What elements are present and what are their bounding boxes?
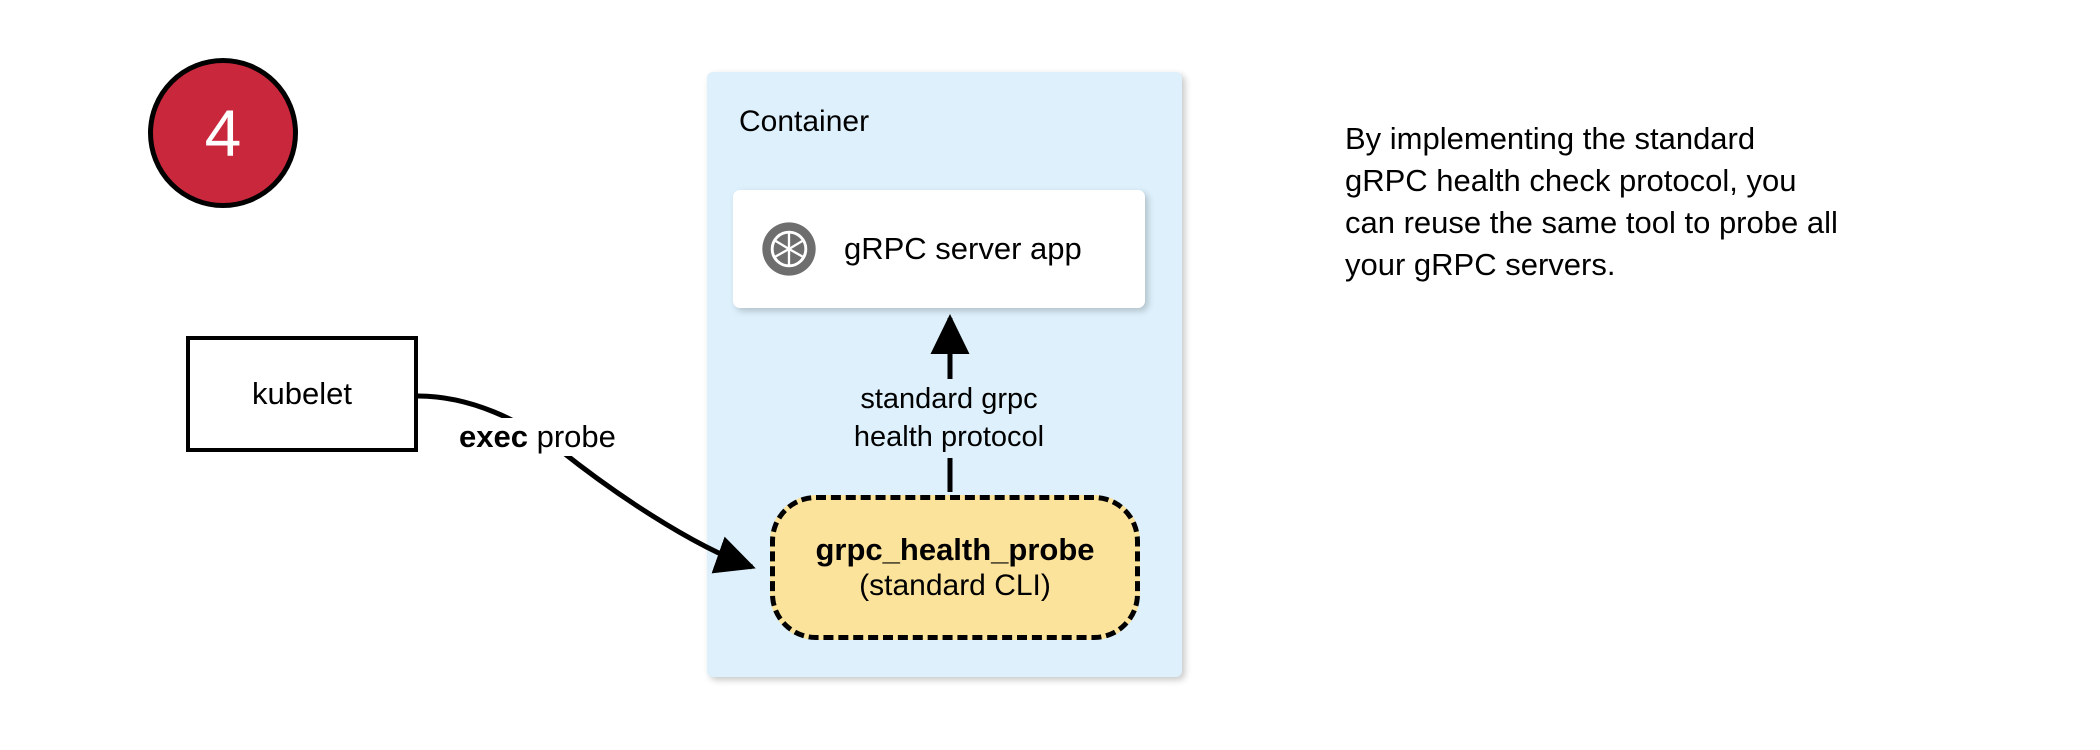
step-number-badge: 4 (148, 58, 298, 208)
grpc-health-probe-subtitle: (standard CLI) (859, 569, 1051, 603)
note-line-1: By implementing the standard (1345, 121, 1756, 156)
grpc-server-app-label: gRPC server app (844, 231, 1082, 266)
exec-probe-edge-label: exec probe (455, 418, 620, 456)
grpc-health-probe-node: grpc_health_probe (standard CLI) (770, 495, 1140, 640)
health-protocol-edge-label: standard grpc health protocol (838, 379, 1060, 459)
kubelet-node: kubelet (186, 336, 418, 452)
grpc-server-app-card: gRPC server app (733, 190, 1145, 308)
step-number-label: 4 (204, 96, 242, 170)
grpc-health-probe-name: grpc_health_probe (815, 531, 1095, 567)
explanatory-note: By implementing the standard gRPC health… (1345, 118, 1945, 287)
note-line-3: can reuse the same tool to probe all (1345, 205, 1838, 241)
note-line-2: gRPC health check protocol, you (1345, 163, 1797, 199)
protocol-label-line-2: health protocol (853, 420, 1045, 453)
grpc-shutter-icon (760, 220, 818, 278)
exec-probe-rest-text: probe (527, 419, 616, 454)
kubelet-label: kubelet (252, 376, 352, 411)
note-line-4: your gRPC servers. (1345, 247, 1616, 283)
exec-probe-bold-text: exec (459, 419, 528, 454)
protocol-label-line-1: standard grpc (860, 383, 1038, 415)
container-title: Container (739, 105, 870, 138)
